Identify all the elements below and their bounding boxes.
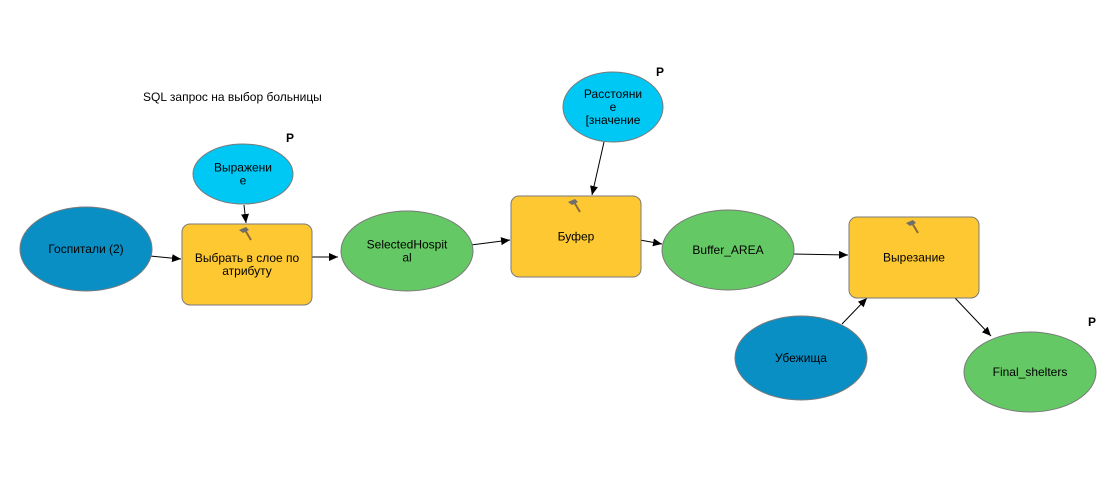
distance-label: е [610, 100, 617, 114]
hammer-icon [239, 227, 252, 241]
select-by-attr-label: Выбрать в слое по [195, 251, 300, 265]
parameter-marker: P [286, 131, 294, 145]
connector-distance-to-buffer[interactable] [590, 141, 605, 196]
clip-shape[interactable] [848, 216, 980, 299]
selected-label: SelectedHospit [367, 238, 448, 252]
final-shelters-label: Final_shelters [993, 365, 1068, 379]
connector-hospitals-to-select_by_attr[interactable] [149, 254, 182, 263]
parameter-marker: P [656, 65, 664, 79]
node-buffer-area[interactable]: Buffer_AREA [661, 209, 795, 291]
expression-shape[interactable] [192, 143, 294, 205]
parameter-marker: P [1088, 315, 1096, 329]
connector-buffer-to-buffer_area[interactable] [639, 238, 663, 247]
buffer-shape[interactable] [510, 195, 642, 278]
distance-label: [значение [586, 113, 641, 127]
distance-shape[interactable] [562, 71, 664, 143]
selected-shape[interactable] [340, 210, 474, 292]
sql-query-note: SQL запрос на выбор больницы [143, 90, 322, 104]
connector-buffer_area-to-clip[interactable] [791, 250, 849, 259]
buffer-label: Буфер [558, 230, 595, 244]
hospitals-label: Госпитали (2) [48, 242, 123, 256]
hammer-icon [906, 220, 919, 234]
shelters-shape[interactable] [734, 315, 868, 401]
final-shelters-shape[interactable] [963, 331, 1097, 413]
expression-label: Выражени [214, 161, 272, 175]
expression-label: е [240, 174, 247, 188]
buffer-area-shape[interactable] [661, 209, 795, 291]
node-hospitals[interactable]: Госпитали (2) [19, 206, 153, 292]
connector-selected-to-buffer[interactable] [470, 237, 511, 246]
node-clip[interactable]: Вырезание [848, 216, 980, 299]
connector-shelters-to-clip[interactable] [841, 297, 868, 325]
hospitals-shape[interactable] [19, 206, 153, 292]
select-by-attr-shape[interactable] [181, 223, 313, 306]
select-by-attr-label: атрибуту [222, 264, 272, 278]
connector-expression-to-select_by_attr[interactable] [241, 204, 249, 224]
distance-label: Расстояни [584, 87, 642, 101]
connector-clip-to-final_shelters[interactable] [954, 297, 992, 337]
connections [149, 141, 992, 337]
clip-label: Вырезание [883, 251, 945, 265]
selected-label: al [402, 251, 411, 265]
hammer-icon [568, 199, 581, 213]
shelters-label: Убежища [775, 351, 827, 365]
node-shelters[interactable]: Убежища [734, 315, 868, 401]
buffer-area-label: Buffer_AREA [692, 243, 763, 257]
node-final-shelters[interactable]: Final_shelters P [963, 315, 1097, 413]
node-buffer[interactable]: Буфер [510, 195, 642, 278]
